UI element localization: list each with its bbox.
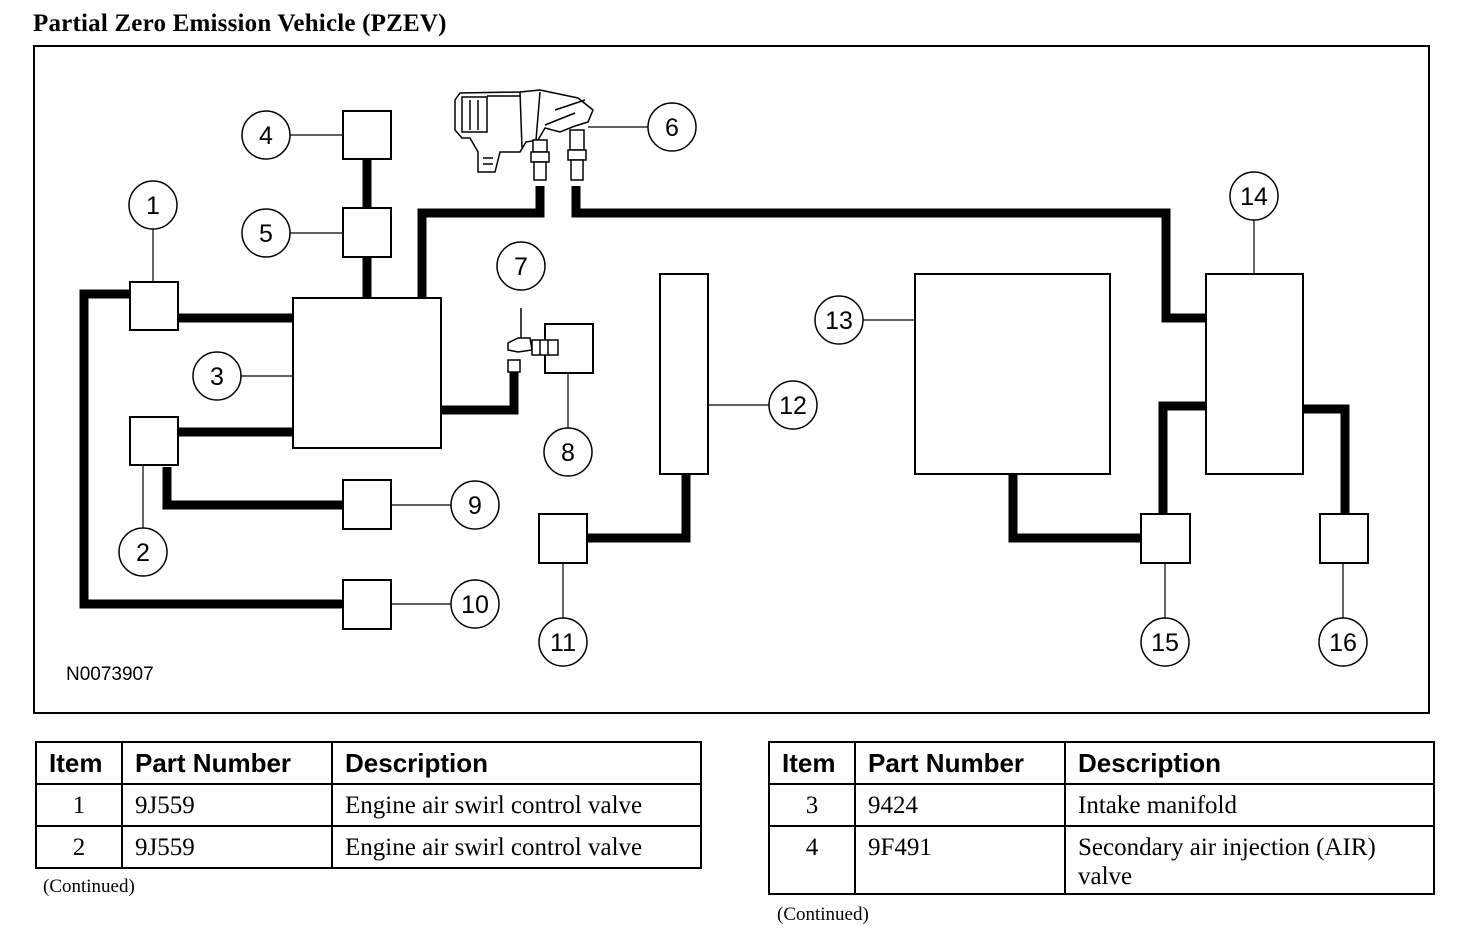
cell-part-number: 9J559 [121,783,333,827]
callout-5-label: 5 [259,220,273,248]
vacuum-hoses [79,160,1350,609]
component-1-swirl-valve [129,281,179,331]
cell-part-number: 9424 [854,783,1066,827]
callout-1-circle [128,180,178,230]
callout-8-label: 8 [561,439,575,467]
callout-16-label: 16 [1329,629,1357,657]
callout-9-circle [450,480,500,530]
table-header-row: Item Part Number Description [35,741,702,785]
callout-6-circle [647,102,697,152]
callout-12-label: 12 [779,392,807,420]
header-part-number: Part Number [121,741,333,785]
component-16 [1319,513,1369,564]
callout-12-circle [768,380,818,430]
callout-3-circle [192,351,242,401]
callout-circles [118,102,1368,667]
header-part-number: Part Number [854,741,1066,785]
cell-item: 2 [35,825,123,869]
cell-description: Intake manifold [1064,783,1435,827]
table-header-row: Item Part Number Description [768,741,1435,785]
callout-10-label: 10 [461,591,489,619]
cell-part-number: 9J559 [121,825,333,869]
cell-item: 1 [35,783,123,827]
callout-15-circle [1140,617,1190,667]
callout-3-label: 3 [210,363,224,391]
callout-14-label: 14 [1240,183,1268,211]
callout-7-circle [496,241,546,291]
cell-part-number: 9F491 [854,825,1066,895]
component-11 [538,513,588,564]
components [129,110,1369,630]
callout-13-label: 13 [825,307,853,335]
header-item: Item [35,741,123,785]
cell-item: 3 [768,783,856,827]
callout-5-circle [241,208,291,258]
component-9 [342,479,392,530]
header-item: Item [768,741,856,785]
leader-lines [142,126,1344,618]
cell-description: Engine air swirl control valve [331,825,702,869]
parts-table-left: Item Part Number Description 1 9J559 Eng… [35,741,702,869]
continued-note-left: (Continued) [43,876,135,897]
component-4-air-valve [342,110,392,160]
callout-2-label: 2 [136,539,150,567]
parts-table-right: Item Part Number Description 3 9424 Inta… [768,741,1435,895]
vacuum-routing-diagram: 1 2 3 4 5 6 7 8 9 10 11 12 13 14 15 16 N… [33,45,1430,714]
callout-11-label: 11 [550,629,576,657]
callout-4-circle [241,110,291,160]
callout-6-label: 6 [665,114,679,142]
header-description: Description [331,741,702,785]
cell-description: Engine air swirl control valve [331,783,702,827]
callout-4-label: 4 [259,122,273,150]
callout-2-circle [118,527,168,577]
component-5 [342,207,392,258]
component-13 [914,273,1111,475]
check-valve-drawing [507,308,559,373]
component-2-swirl-valve [129,416,179,466]
purge-valve-drawing [454,89,594,181]
table-row: 4 9F491 Secondary air injection (AIR) va… [768,825,1435,895]
callout-7-label: 7 [514,253,528,281]
callout-14-circle [1229,171,1279,221]
table-row: 2 9J559 Engine air swirl control valve [35,825,702,869]
component-3-intake-manifold [292,297,442,449]
figure-id: N0073907 [66,664,154,685]
cell-item: 4 [768,825,856,895]
page-title: Partial Zero Emission Vehicle (PZEV) [33,10,447,37]
table-row: 3 9424 Intake manifold [768,783,1435,827]
callout-10-circle [450,579,500,629]
callout-8-circle [543,427,593,477]
callout-16-circle [1318,617,1368,667]
cell-description: Secondary air injection (AIR) valve [1064,825,1435,895]
callout-13-circle [814,295,864,345]
continued-note-right: (Continued) [777,904,869,925]
component-15 [1140,513,1191,564]
header-description: Description [1064,741,1435,785]
component-10 [342,579,392,630]
diagram-frame [33,45,1430,714]
callout-15-label: 15 [1151,629,1179,657]
component-14 [1205,273,1304,475]
callout-1-label: 1 [146,192,160,220]
table-row: 1 9J559 Engine air swirl control valve [35,783,702,827]
callout-11-circle [538,617,588,667]
callout-9-label: 9 [468,492,482,520]
component-12 [659,273,709,475]
